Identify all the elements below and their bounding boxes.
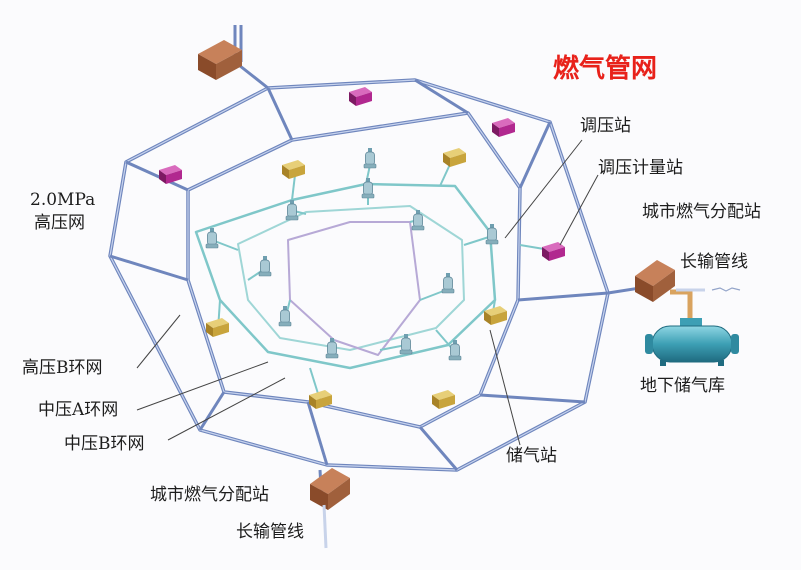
- label-underground-storage: 地下储气库: [640, 376, 725, 396]
- label-metering-station: 调压计量站: [598, 158, 683, 178]
- long-pipeline-right: [670, 288, 705, 320]
- label-mid-b-ring: 中压B环网: [64, 434, 145, 454]
- label-city-distribution-right: 城市燃气分配站: [642, 202, 761, 222]
- label-high-b-ring: 高压B环网: [22, 358, 103, 378]
- high-b-ring: [186, 111, 522, 429]
- storage-tank-icon: [645, 318, 739, 366]
- label-long-pipeline-right: 长输管线: [680, 252, 748, 272]
- house-icon: [198, 40, 675, 510]
- label-long-pipeline-bottom: 长输管线: [236, 522, 304, 542]
- mid-a-ring: [194, 182, 497, 370]
- label-high-pressure-net: 高压网: [34, 213, 85, 233]
- valve-icon: [205, 147, 499, 361]
- pipeline-arrow-icon: [711, 287, 741, 292]
- mid-b-ring: [237, 205, 465, 351]
- label-city-distribution-bottom: 城市燃气分配站: [150, 485, 269, 505]
- long-pipeline-bottom: [322, 504, 328, 549]
- inner-ring: [287, 221, 421, 356]
- high-pressure-network: [108, 78, 610, 472]
- label-storage-station: 储气站: [506, 446, 557, 466]
- label-regulator-station: 调压站: [580, 116, 631, 136]
- label-mid-a-ring: 中压A环网: [38, 400, 119, 420]
- diagram-title: 燃气管网: [553, 54, 658, 84]
- leader-lines: [136, 139, 599, 446]
- outer-connectors: [109, 25, 641, 506]
- label-pressure: 2.0MPa: [30, 190, 96, 210]
